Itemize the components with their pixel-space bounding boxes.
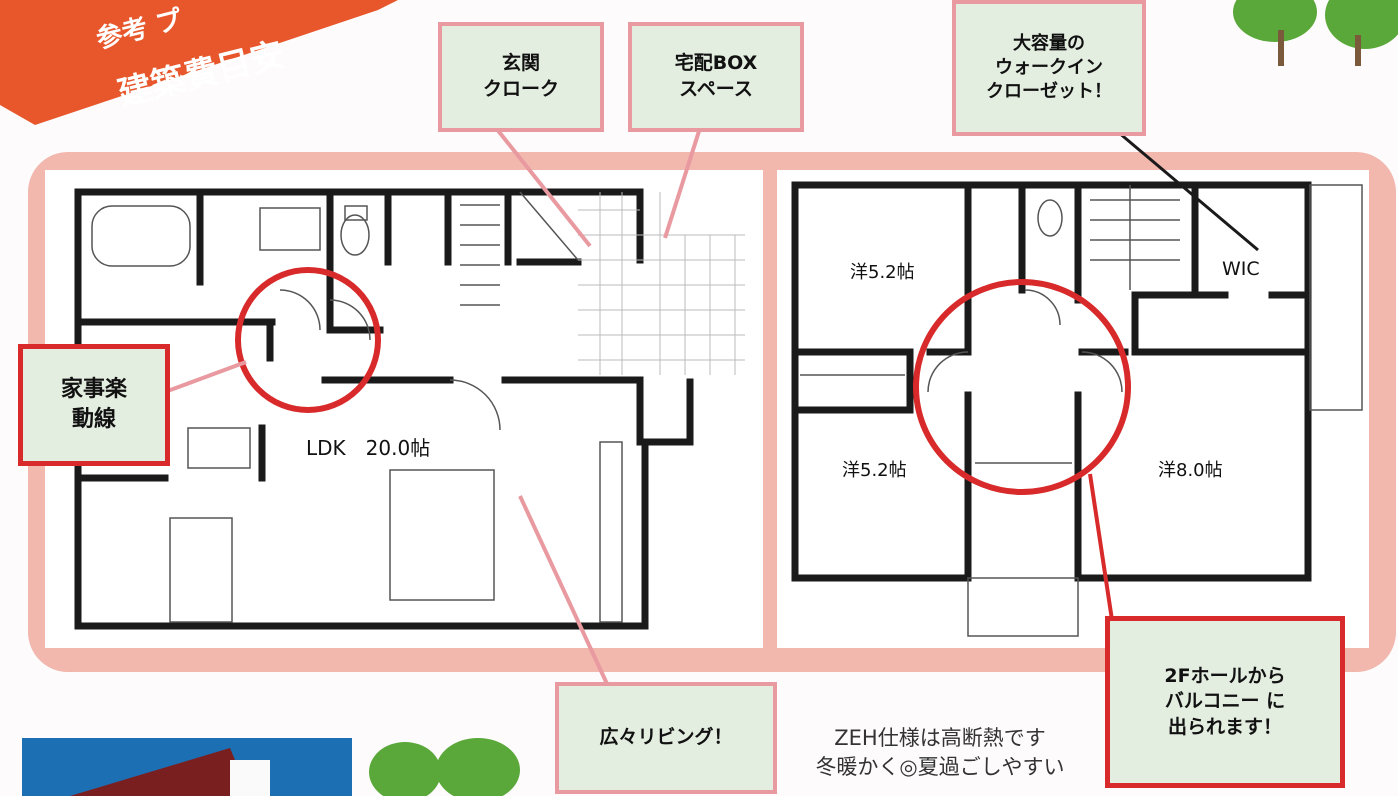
zeh-note-line1: ZEH仕様は高断熱です xyxy=(834,726,1046,750)
room-label-western-nw: 洋5.2帖 xyxy=(850,262,915,283)
room-label-western-sw: 洋5.2帖 xyxy=(842,460,907,481)
callout-living: 広々リビング！ xyxy=(555,682,777,794)
room-label-wic: WIC xyxy=(1222,258,1260,280)
floor2-fixtures xyxy=(800,184,1363,637)
entrance-tiles xyxy=(578,192,745,375)
callout-walk-in-closet: 大容量の ウォークイン クローゼット！ xyxy=(952,0,1146,136)
floor1-walls xyxy=(74,188,694,630)
leader-lines xyxy=(164,126,1259,687)
zeh-note-line2: 冬暖かく◎夏過ごしやすい xyxy=(815,755,1065,780)
floor2-walls xyxy=(791,181,1312,582)
room-label-western-e: 洋8.0帖 xyxy=(1158,460,1223,481)
hall-circle xyxy=(913,279,1131,495)
housework-circle xyxy=(235,267,381,413)
callout-housework: 家事楽 動線 xyxy=(18,344,170,466)
price-banner xyxy=(0,0,398,125)
tree-icon-bottom xyxy=(369,738,520,796)
house-image xyxy=(22,738,352,796)
callout-entrance-cloak: 玄関 クローク xyxy=(438,22,604,132)
callout-balcony: 2Fホールから バルコニー に 出られます！ xyxy=(1105,616,1345,788)
room-label-ldk: LDK 20.0帖 xyxy=(306,436,431,460)
tree-icon-top-right xyxy=(1233,0,1398,66)
zeh-note: ZEH仕様は高断熱です 冬暖かく◎夏過ごしやすい xyxy=(790,724,1090,783)
callout-delivery-box: 宅配BOX スペース xyxy=(628,22,804,132)
floor1-fixtures xyxy=(91,191,623,623)
